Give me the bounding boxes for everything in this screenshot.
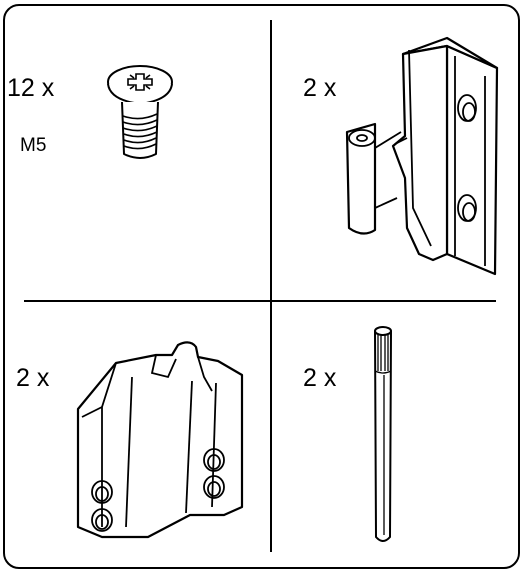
mounting-bracket-quantity: 2 x [16, 364, 50, 392]
hinge-bracket-quantity: 2 x [303, 74, 337, 102]
screw-icon [107, 65, 173, 159]
hinge-pin-icon [374, 326, 392, 542]
hinge-bracket-icon [345, 36, 499, 276]
screw-quantity: 12 x [7, 74, 55, 102]
horizontal-divider [24, 300, 496, 302]
screw-size-label: M5 [20, 135, 47, 156]
hinge-pin-quantity: 2 x [303, 364, 337, 392]
mounting-bracket-icon [76, 341, 244, 539]
vertical-divider [270, 20, 272, 552]
